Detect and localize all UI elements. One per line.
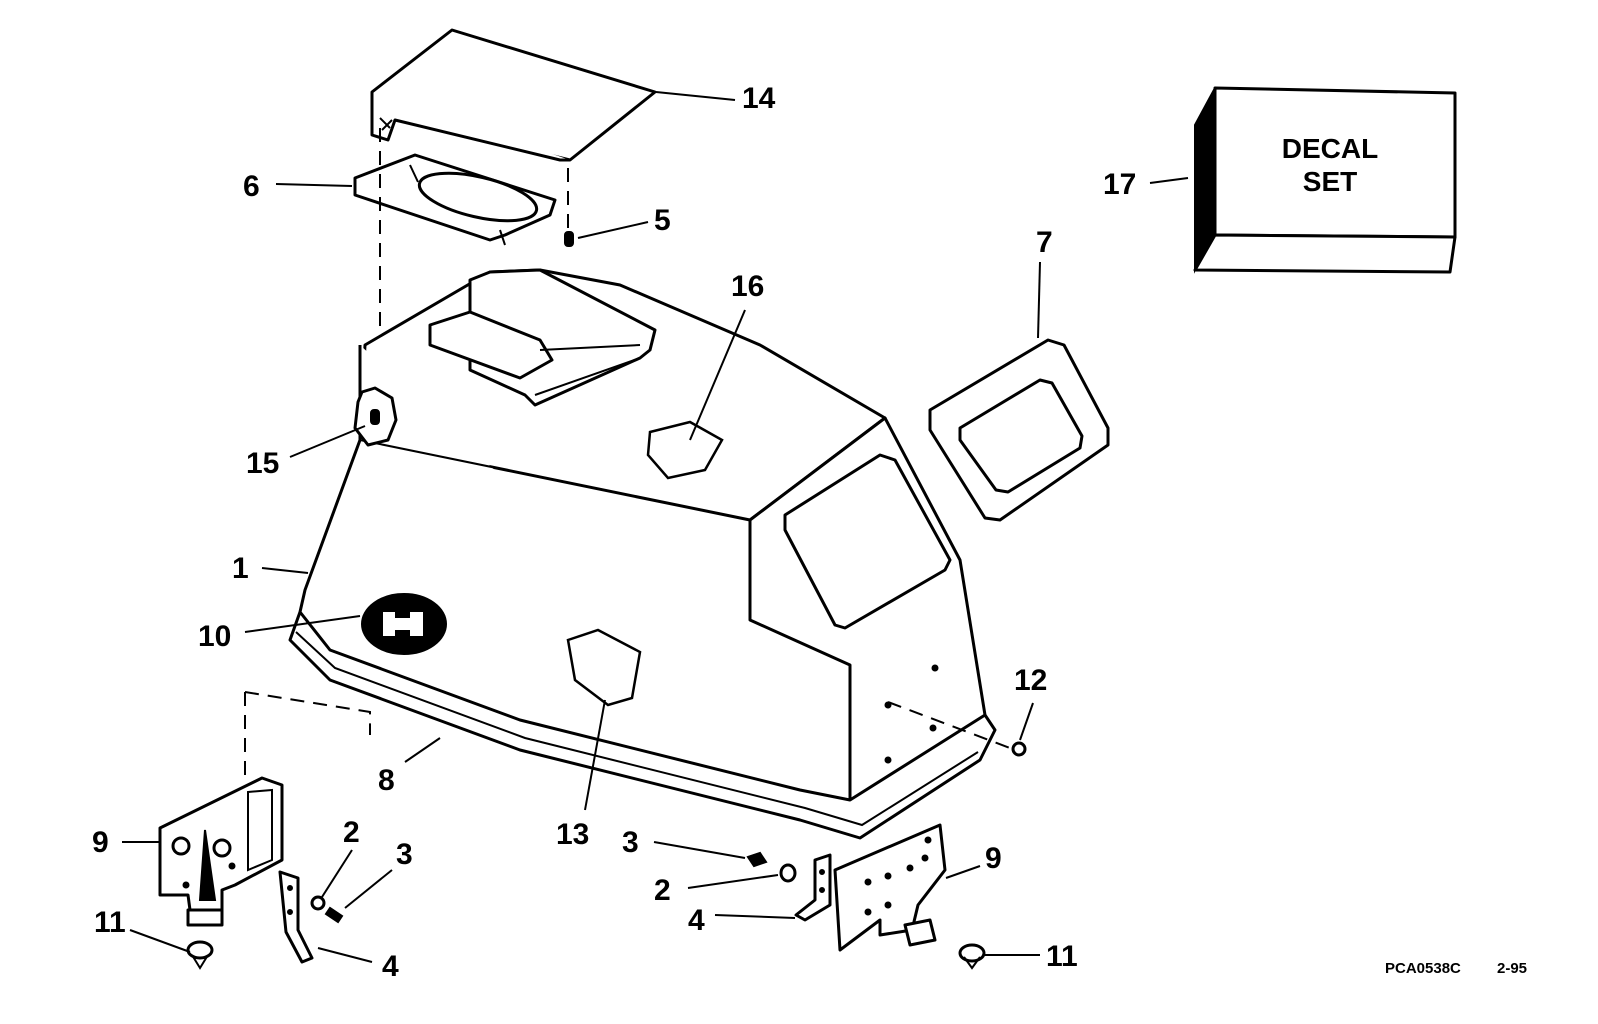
part-17-decal-set-box: DECAL SET: [1193, 86, 1457, 274]
callout-14: 14: [742, 82, 776, 115]
part-13-foam-pad: [566, 628, 642, 707]
part-6-bezel: [353, 153, 557, 246]
callout-17: 17: [1103, 168, 1136, 201]
callout-6: 6: [243, 170, 260, 203]
drawing-revision: 2-95: [1497, 960, 1527, 977]
callout-16: 16: [731, 270, 764, 303]
part-11-grommet-right: [958, 943, 986, 970]
callout-7: 7: [1036, 226, 1053, 259]
part-4-clip-right: [794, 853, 832, 922]
callout-8: 8: [378, 764, 395, 797]
callout-11-right: 11: [1046, 940, 1078, 973]
part-7-window-frame: [928, 338, 1110, 522]
callout-3-left: 3: [396, 838, 413, 871]
callout-9-right: 9: [985, 842, 1002, 875]
callout-9-left: 9: [92, 826, 109, 859]
callout-10: 10: [198, 620, 231, 653]
part-2-washer-right: [779, 863, 797, 883]
callout-1: 1: [232, 552, 249, 585]
part-16-foam-pad: [646, 420, 724, 480]
part-4-clip-left: [278, 870, 314, 964]
part-3-screw-left: [324, 906, 344, 924]
part-14-cover-lid: [370, 28, 657, 162]
callout-2-right: 2: [654, 874, 671, 907]
callout-4-right: 4: [688, 904, 705, 937]
callout-11-left: 11: [94, 906, 126, 939]
part-3-screw-right: [746, 851, 768, 868]
part-1-engine-cowl: [288, 268, 997, 840]
drawing-code: PCA0538C: [1385, 960, 1461, 977]
part-5-screw: [564, 231, 574, 247]
leader-lines: [122, 91, 1189, 963]
part-12-plug: [887, 701, 1027, 757]
part-15-latch: [353, 386, 398, 447]
part-11-grommet-left: [186, 940, 214, 970]
callout-15: 15: [246, 447, 279, 480]
decal-label-line2: SET: [1303, 166, 1357, 197]
part-2-washer-left: [310, 895, 326, 911]
part-9-bracket-left: [158, 691, 371, 927]
callout-12: 12: [1014, 664, 1047, 697]
callout-13: 13: [556, 818, 589, 851]
callout-3-right: 3: [622, 826, 639, 859]
callout-2-left: 2: [343, 816, 360, 849]
decal-label-line1: DECAL: [1282, 133, 1378, 164]
part-9-bracket-right: [833, 823, 947, 952]
callout-4-left: 4: [382, 950, 399, 983]
callout-5: 5: [654, 204, 671, 237]
